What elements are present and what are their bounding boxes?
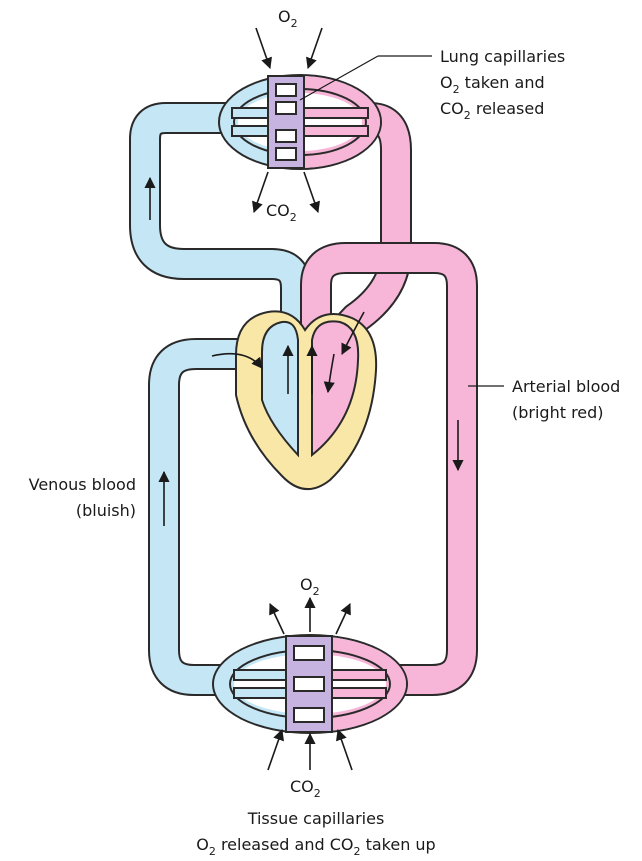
- arrow-co2-out-right: [304, 172, 318, 212]
- venous-blood-desc: (bluish): [76, 501, 136, 520]
- arrow-o2-out-left: [270, 604, 284, 634]
- arrow-co2-in-right: [338, 730, 352, 770]
- tissue-capillaries: [212, 634, 408, 734]
- lung-co2-released-label: CO2 released: [440, 99, 544, 122]
- venous-blood-title: Venous blood: [29, 475, 136, 494]
- tissue-capillaries-title: Tissue capillaries: [247, 809, 385, 828]
- lung-o2-taken-label: O2 taken and: [440, 73, 545, 96]
- arterial-blood-title: Arterial blood: [512, 377, 620, 396]
- tissue-exchange-label: O2 released and CO2 taken up: [196, 835, 435, 856]
- arterial-blood-desc: (bright red): [512, 403, 604, 422]
- tissue-co2-label: CO2: [290, 777, 321, 800]
- lung-capillaries: [218, 74, 382, 170]
- lung-capillaries-title: Lung capillaries: [440, 47, 565, 66]
- arrow-o2-out-right: [336, 604, 350, 634]
- tissue-o2-label: O2: [300, 575, 320, 598]
- heart: [236, 311, 376, 489]
- lung-o2-label: O2: [278, 7, 298, 30]
- arrow-o2-in-left: [256, 28, 270, 68]
- arrow-co2-in-left: [268, 730, 282, 770]
- arrow-o2-in-right: [308, 28, 322, 68]
- lung-co2-label: CO2: [266, 201, 297, 224]
